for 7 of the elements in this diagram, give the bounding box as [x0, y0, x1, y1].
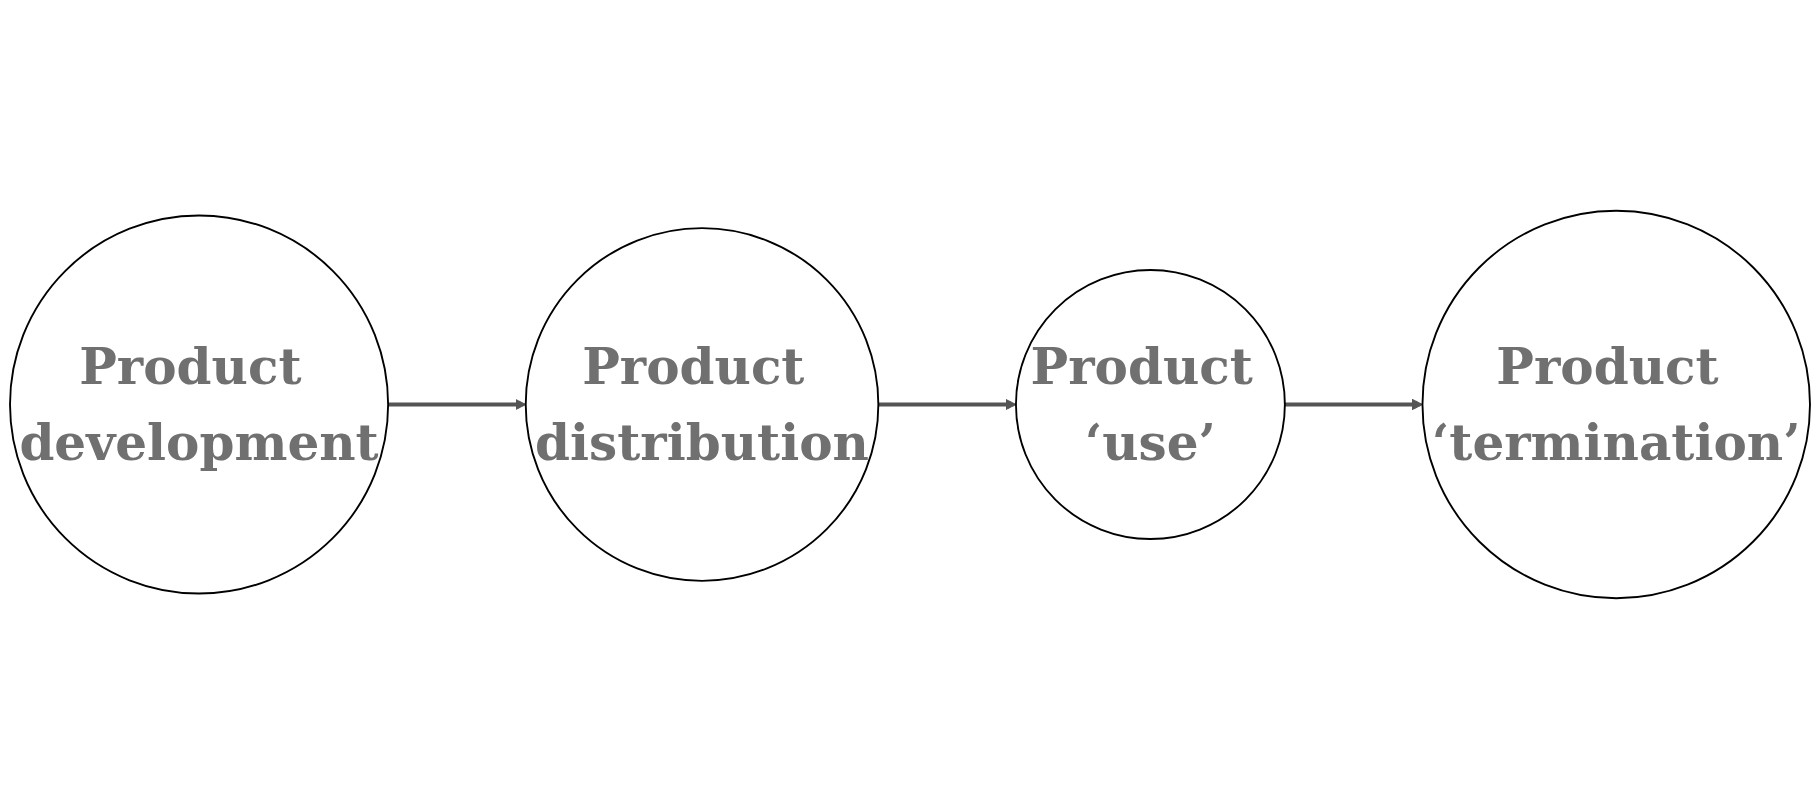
- node-circle: Product distribution: [524, 227, 880, 582]
- node-circle: Product development: [9, 214, 390, 595]
- arrow: [878, 399, 1017, 410]
- node-circle: Product ‘use’: [1015, 269, 1286, 540]
- node-circle: Product ‘termination’: [1421, 209, 1811, 600]
- arrow: [388, 399, 527, 410]
- arrow: [1284, 399, 1423, 410]
